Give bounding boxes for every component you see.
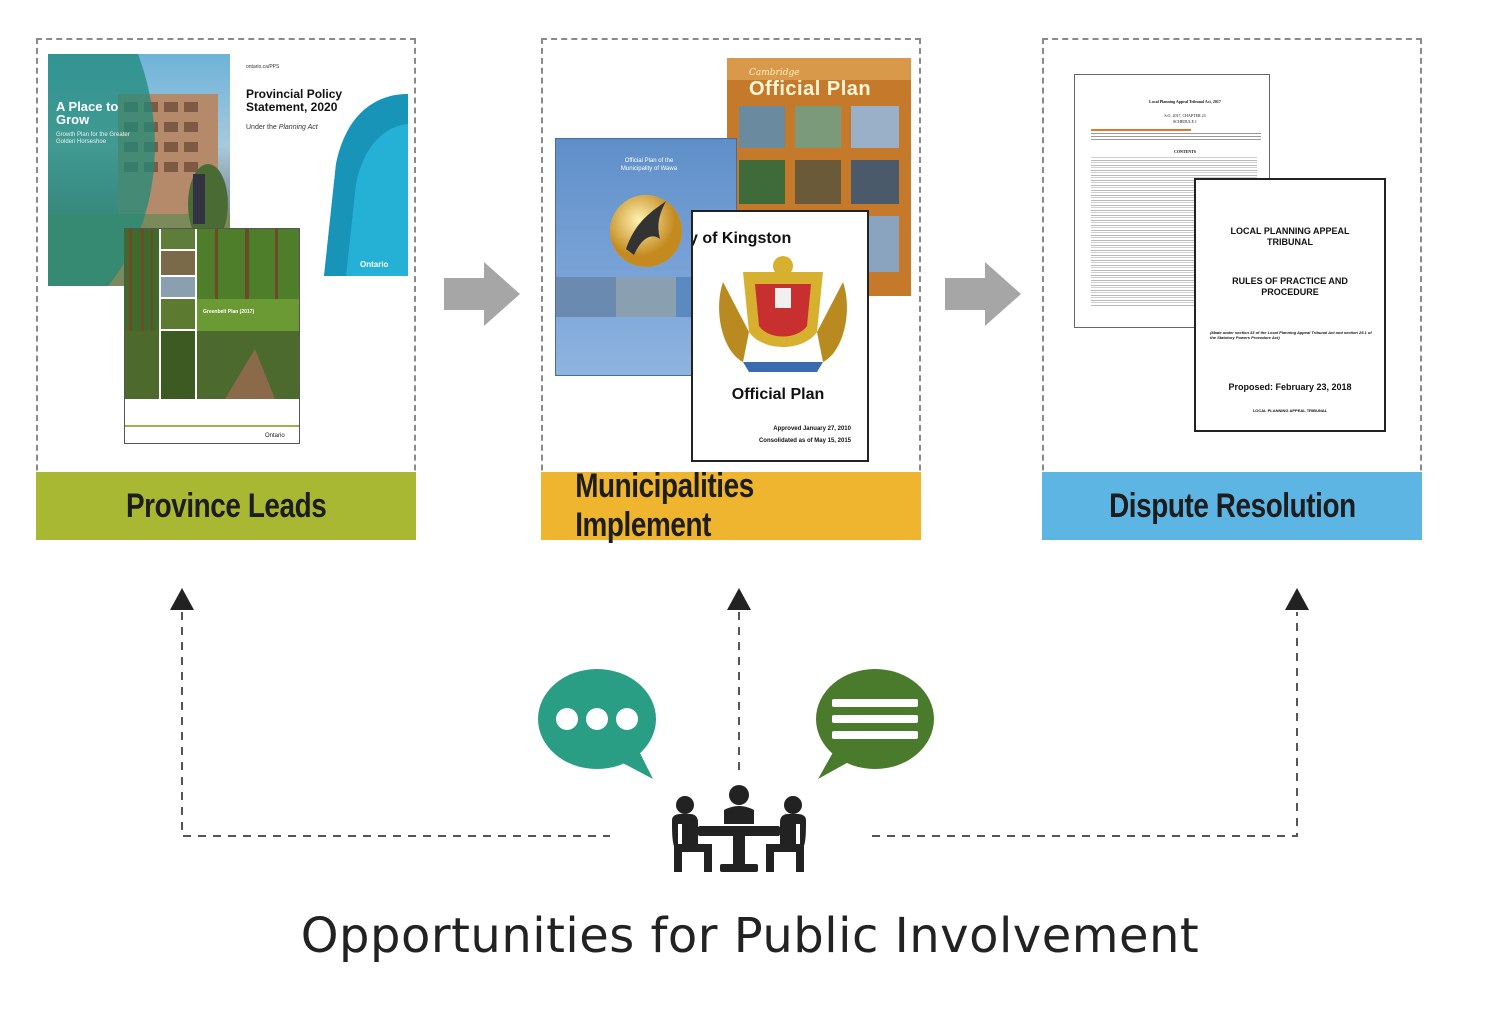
kingston-approved: Approved January 27, 2010 <box>773 426 851 432</box>
kingston-header: y of Kingston <box>691 230 792 247</box>
label-municipalities-implement: Municipalities Implement <box>541 467 921 544</box>
cambridge-photo-grid <box>739 106 899 272</box>
panel-province-leads: A Place to Grow Growth Plan for the Grea… <box>36 38 416 540</box>
arrow-up-icon <box>727 588 751 610</box>
act-schedule: SCHEDULE 1 <box>1173 119 1197 124</box>
kingston-crest-icon <box>719 256 847 372</box>
place-to-grow-title: A Place to Grow <box>56 99 119 127</box>
place-to-grow-subtitle: Growth Plan for the Greater Golden Horse… <box>56 132 130 145</box>
arrow-up-icon <box>1285 588 1309 610</box>
kingston-consolidated: Consolidated as of May 15, 2015 <box>758 438 851 444</box>
label-municipalities-implement-text: Municipalities Implement <box>575 467 754 544</box>
arrow-right-icon <box>444 262 520 326</box>
cambridge-title: Official Plan <box>749 78 872 100</box>
doc-provincial-policy-statement: ontario.ca/PPS Provincial Policy Stateme… <box>236 54 408 276</box>
cambridge-header-band <box>727 58 911 80</box>
building-photo <box>48 54 230 286</box>
pps-subtitle-em: Planning Act <box>278 124 318 131</box>
meeting-table-icon <box>672 785 806 872</box>
kingston-title: Official Plan <box>731 386 825 403</box>
act-title: Local Planning Appeal Tribunal Act, 2017 <box>1149 99 1221 104</box>
doc-lpat-rules: LOCAL PLANNING APPEAL TRIBUNAL RULES OF … <box>1194 178 1386 432</box>
pps-swoosh <box>236 54 408 276</box>
rules-title-line1: LOCAL PLANNING APPEAL TRIBUNAL <box>1230 226 1350 247</box>
greenbelt-ontario-brand: Ontario <box>265 433 285 439</box>
rules-footer: LOCAL PLANNING APPEAL TRIBUNAL <box>1252 408 1328 413</box>
label-dispute-resolution: Dispute Resolution <box>1042 472 1422 540</box>
cambridge-script: Cambridge <box>749 68 800 78</box>
act-contents: CONTENTS <box>1173 149 1196 154</box>
label-province-leads-text: Province Leads <box>125 486 327 525</box>
doc-kingston-official-plan: y of Kingston Official Plan Approved Jan… <box>691 210 869 462</box>
rules-proposed: Proposed: February 23, 2018 <box>1228 382 1352 392</box>
arrow-up-icon <box>170 588 194 610</box>
rules-title-line2: RULES OF PRACTICE AND PROCEDURE <box>1232 276 1348 297</box>
panel-municipalities-implement: Cambridge Official Plan Official Plan of… <box>541 38 921 544</box>
speech-bubble-dots-icon <box>538 669 656 779</box>
doc-place-to-grow: A Place to Grow Growth Plan for the Grea… <box>48 54 230 286</box>
pps-subtitle: Under the Planning Act <box>246 124 318 131</box>
pps-subtitle-pre: Under the <box>246 124 279 131</box>
panel-dispute-resolution: Local Planning Appeal Tribunal Act, 2017… <box>1042 38 1422 540</box>
act-preamble <box>1091 133 1261 141</box>
wawa-title: Official Plan of the Municipality of Waw… <box>620 158 678 172</box>
greenbelt-photo-grid <box>125 229 299 399</box>
act-orange-line <box>1091 129 1191 131</box>
caption-public-involvement: Opportunities for Public Involvement <box>300 908 1200 964</box>
greenbelt-divider <box>125 425 299 427</box>
arrow-right-icon <box>945 262 1021 326</box>
act-chapter: S.O. 2017, CHAPTER 23 <box>1164 113 1206 118</box>
rules-note: (Made under section 33 of the Local Plan… <box>1210 330 1372 340</box>
speech-bubble-lines-icon <box>816 669 934 779</box>
label-province-leads: Province Leads <box>36 472 416 540</box>
doc-greenbelt-plan: Greenbelt Plan (2017) Ontario <box>124 228 300 444</box>
pps-title: Provincial Policy Statement, 2020 <box>246 87 343 114</box>
greenbelt-title: Greenbelt Plan (2017) <box>203 309 255 315</box>
label-dispute-resolution-text: Dispute Resolution <box>1108 486 1356 525</box>
pps-url: ontario.ca/PPS <box>246 64 280 70</box>
pps-ontario-brand: Ontario <box>360 260 389 269</box>
